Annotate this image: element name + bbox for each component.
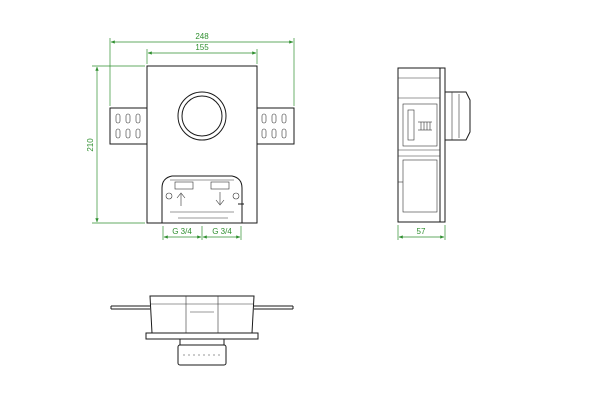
thread-left-label: G 3/4 <box>172 227 192 236</box>
dimension-depth: 57 <box>397 225 446 240</box>
dimension-height: 210 <box>86 65 145 224</box>
round-knob <box>177 91 227 141</box>
right-mounting-bracket <box>255 107 295 145</box>
depth-label: 57 <box>417 227 426 236</box>
dimension-overall-width: 248 <box>109 32 295 106</box>
side-view: 57 <box>397 67 471 240</box>
side-knob <box>444 91 471 141</box>
plate-width-label: 155 <box>195 43 209 52</box>
height-label: 210 <box>86 138 95 152</box>
dimension-threads: G 3/4 G 3/4 <box>162 226 242 240</box>
thread-right-label: G 3/4 <box>212 227 232 236</box>
dimension-plate-width: 155 <box>146 43 258 64</box>
front-view: 248 155 210 G 3/4 G 3/4 <box>86 32 295 240</box>
top-view <box>110 295 294 366</box>
overall-width-label: 248 <box>195 32 209 41</box>
top-knob <box>177 338 227 366</box>
left-mounting-bracket <box>109 107 149 145</box>
valve-body <box>161 175 244 224</box>
outlet-arrow-icon <box>215 192 225 206</box>
inlet-arrow-icon <box>176 192 186 206</box>
